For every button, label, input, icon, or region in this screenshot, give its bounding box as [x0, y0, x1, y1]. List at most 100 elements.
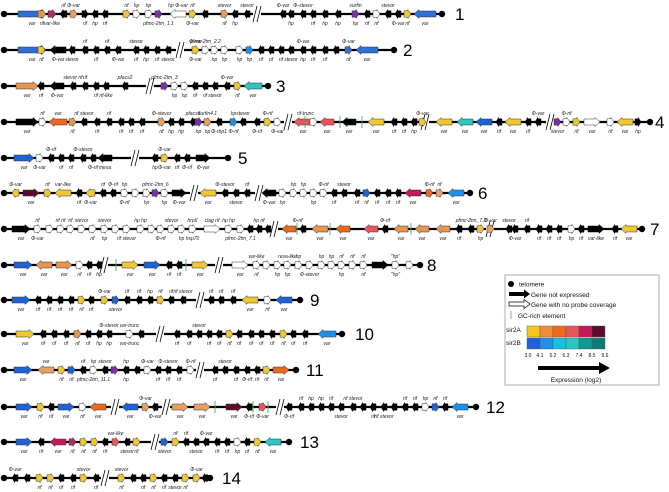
telomere-icon [0, 474, 8, 482]
break-mark-icon [161, 398, 167, 416]
gene-label-top: Φ-var [9, 182, 22, 188]
gene-label-bottom: rif [134, 449, 139, 455]
gene-arrow [38, 116, 47, 128]
gene-label-bottom: hp [96, 272, 102, 278]
gene-arrow [321, 44, 329, 56]
break-mark-icon [149, 77, 155, 95]
gene-label-bottom: rif [156, 377, 161, 383]
gene-label-bottom: var [589, 129, 596, 135]
gene-arrow [111, 223, 120, 235]
gene-label-bottom: rif [36, 307, 41, 313]
gene-label-bottom: rif [497, 129, 502, 135]
gene-label-top: Φ-rif [262, 111, 273, 117]
gene-arrow [177, 223, 186, 235]
gene-label-top: hp [318, 396, 324, 402]
gene-arrow [81, 44, 89, 56]
gene-label-top: Φ-var [141, 359, 154, 365]
gene-label-bottom: hp [288, 21, 294, 27]
gene-arrow [384, 187, 392, 199]
gene-label-top: Φ-var [139, 396, 152, 402]
gene-arrow [101, 8, 109, 20]
gene-arrow [309, 8, 317, 20]
break-mark-icon [275, 398, 281, 416]
gene-arrow [380, 401, 388, 413]
gene-label-bottom: rif [249, 341, 254, 347]
gene-label-bottom: rif [69, 377, 74, 383]
gene-label-top: Φ-rif [424, 182, 435, 188]
gene-arrow [68, 116, 77, 128]
gene-arrow [534, 116, 542, 128]
gene-label-bottom: var [95, 414, 102, 420]
gene-label-bottom: rif [265, 307, 270, 313]
gene-label-bottom: var [55, 449, 62, 455]
gene-label-bottom: Φ-var [33, 165, 46, 171]
gene-label-top: stevor [192, 323, 206, 329]
gene-label-top: pfmc-2tm_6 [141, 182, 169, 188]
gene-label-top: rif [107, 111, 112, 117]
break-mark-icon [155, 325, 161, 343]
gene-label-bottom: stevor [284, 57, 298, 63]
gene-arrow [232, 364, 240, 376]
gene-label-top: Φ-var [297, 39, 310, 45]
gene-arrow [195, 328, 203, 340]
gene-label-top: Φ-var [484, 218, 497, 224]
gene-arrow [171, 436, 180, 448]
gene-label-top: rif [173, 431, 178, 437]
gene-label-bottom: mesa [99, 165, 111, 171]
gene-arrow [359, 401, 367, 413]
gene-arrow [523, 223, 531, 235]
sir2a-swatch [552, 325, 567, 338]
gene-arrow [262, 259, 271, 271]
gene-label-bottom: Φ-rif [284, 414, 295, 420]
gene-arrow [15, 436, 33, 448]
gene-label-top: Φ-var [277, 3, 290, 9]
gene-label-top: rif [83, 75, 88, 81]
gene-label-bottom: rif [151, 485, 156, 491]
gene-label-top: var-like [107, 431, 123, 437]
gene-label-bottom: var [398, 236, 405, 242]
gene-label-top: stevor [218, 359, 232, 365]
gene-label-top: rif-trunc [297, 111, 314, 117]
gene-arrow [359, 259, 368, 271]
gene-label-top: hp Φ-var [168, 3, 188, 9]
gene-label-bottom: rif [39, 93, 44, 99]
gene-arrow [267, 44, 275, 56]
gene-arrow [193, 401, 211, 413]
gene-label-bottom: rif [346, 57, 351, 63]
break-mark-icon [287, 113, 293, 131]
gene-label-bottom: var [199, 414, 206, 420]
gene-label-bottom: hp [353, 21, 359, 27]
gene-label-bottom: var [281, 307, 288, 313]
gene-arrow [319, 116, 335, 128]
gene-arrow [54, 187, 72, 199]
gene-label-bottom: var [324, 341, 331, 347]
gene-arrow [73, 328, 82, 340]
gene-label-bottom: rif [237, 341, 242, 347]
telomere-icon [0, 154, 8, 162]
legend-telomere-label: telomere [519, 282, 545, 289]
gene-label-bottom: pfmc-2tm_11.1 [76, 377, 110, 383]
gene-arrow [149, 472, 158, 484]
gene-arrow [362, 187, 371, 199]
gene-arrow [85, 259, 93, 271]
gene-label-bottom: rif [175, 165, 180, 171]
break-mark-icon [134, 149, 140, 167]
gene-arrow [33, 223, 42, 235]
gene-label-top: rif [105, 39, 110, 45]
gene-arrow [221, 187, 229, 199]
gene-label-bottom: hp [143, 57, 149, 63]
gene-label-top: stevor [98, 359, 112, 365]
gene-label-bottom: rif [39, 449, 44, 455]
gene-label-bottom: var [300, 129, 307, 135]
gene-arrow [173, 328, 181, 340]
gene-label-bottom: hp [172, 93, 178, 99]
chromosome-number: 3 [276, 77, 285, 96]
sir2a-swatch [591, 325, 606, 338]
gene-arrow [164, 364, 172, 376]
telomere-icon [0, 189, 8, 197]
gene-label-top: rif [68, 218, 73, 224]
gene-arrow [131, 187, 140, 199]
legend-no-probe-label: Gene with no probe coverage [531, 302, 617, 309]
gene-label-top: stevor [240, 3, 254, 9]
